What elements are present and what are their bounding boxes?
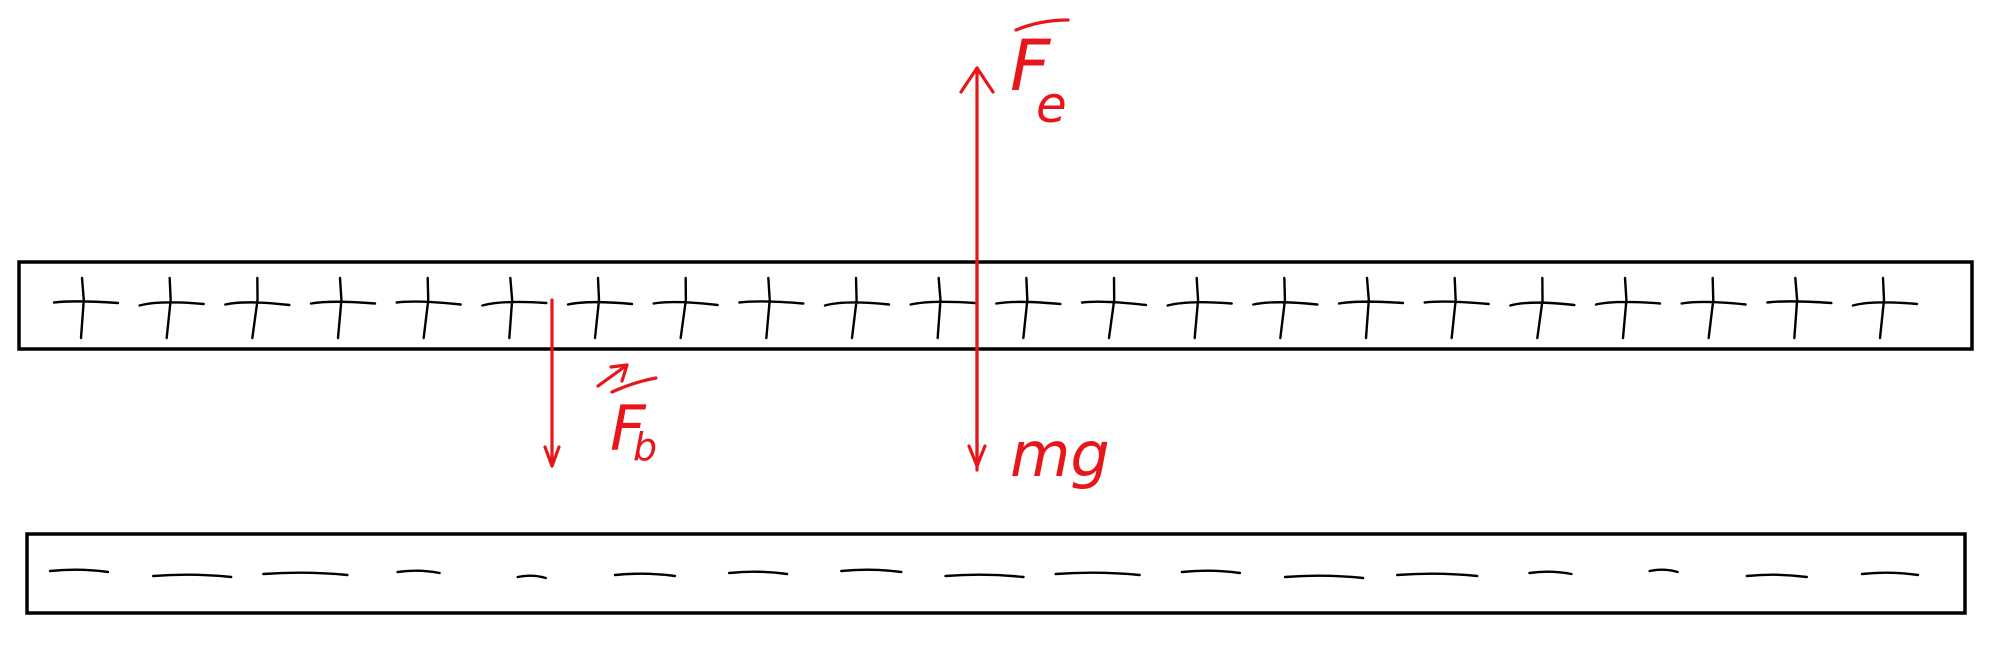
- minus-charge: [840, 568, 903, 574]
- plus-charge: [1766, 276, 1833, 340]
- minus-charge: [1180, 569, 1242, 575]
- plus-charge: [1252, 276, 1319, 340]
- minus-charge: [48, 568, 110, 574]
- plus-charge: [566, 276, 634, 340]
- plus-charge: [1594, 276, 1662, 340]
- minus-charge: [944, 573, 1025, 579]
- electric-force-label-main: F: [1010, 25, 1052, 107]
- other-force-label: F b: [596, 363, 658, 469]
- electric-force-label: F e: [1010, 18, 1070, 134]
- vector-arrow-icon: [596, 363, 629, 388]
- minus-charge: [151, 573, 233, 579]
- plus-charge: [995, 276, 1062, 340]
- plus-charge: [395, 276, 462, 340]
- minus-charge: [1528, 570, 1573, 576]
- minus-charge: [396, 569, 441, 575]
- plus-charge: [1680, 276, 1747, 340]
- plus-charge: [1337, 276, 1405, 340]
- plus-charge: [309, 276, 377, 340]
- minus-charge: [1054, 571, 1141, 577]
- minus-charge: [613, 572, 677, 578]
- minus-charge: [1396, 572, 1479, 578]
- minus-charge: [262, 571, 349, 577]
- plus-charge: [224, 276, 291, 340]
- minus-charge: [727, 570, 789, 576]
- negative-charges: [48, 568, 1920, 580]
- minus-charge: [1745, 573, 1809, 579]
- bottom-plate: [25, 532, 1967, 615]
- minus-charge: [1283, 574, 1365, 580]
- plus-charge: [1851, 276, 1919, 340]
- positive-charges: [52, 276, 1919, 340]
- top-plate: [17, 260, 1974, 351]
- plus-charge: [1166, 276, 1233, 340]
- weight-arrow: [967, 260, 987, 468]
- minus-charge: [1648, 568, 1679, 574]
- plus-charge: [1423, 276, 1490, 340]
- plus-charge: [738, 276, 805, 340]
- other-force-label-main: F: [610, 392, 647, 465]
- plus-charge: [138, 276, 205, 340]
- plus-charge: [1080, 276, 1148, 340]
- other-force-label-sub: b: [633, 425, 657, 469]
- plus-charge: [909, 276, 976, 340]
- plus-charge: [52, 276, 120, 340]
- plus-charge: [1509, 276, 1576, 340]
- electric-force-label-sub: e: [1036, 76, 1067, 134]
- other-force-arrow: [543, 298, 561, 468]
- plus-charge: [652, 276, 719, 340]
- minus-charge: [1860, 571, 1920, 577]
- minus-charge: [516, 574, 547, 580]
- plus-charge: [481, 276, 548, 340]
- plus-charge: [823, 276, 891, 340]
- weight-label: mg: [1010, 418, 1110, 491]
